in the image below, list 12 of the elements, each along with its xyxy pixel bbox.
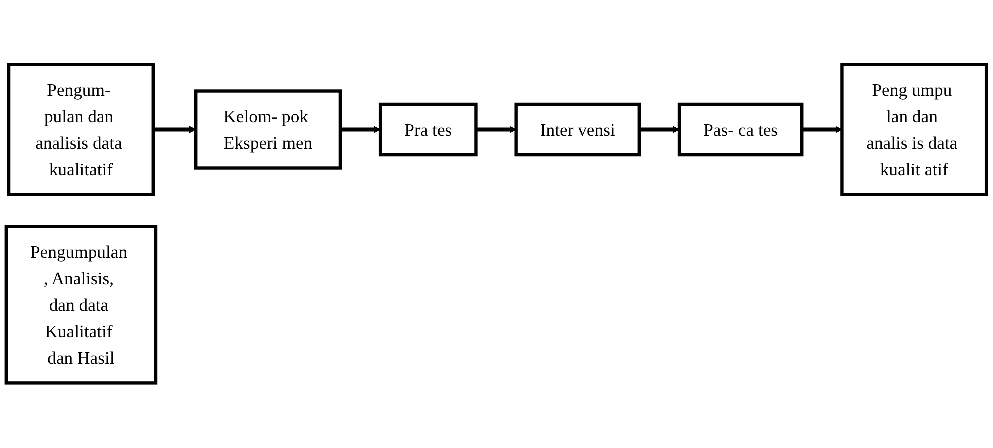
arrow <box>476 126 517 134</box>
node-box: Pra tes <box>378 102 478 157</box>
arrow <box>153 126 196 134</box>
node-box: Peng umpu lan dan analis is data kualit atif <box>840 63 988 196</box>
node-box: Pengum- pulan dan analisis data kualitatif <box>7 63 155 196</box>
arrow <box>639 126 680 134</box>
node-box: Inter vensi <box>514 102 642 157</box>
arrow <box>340 126 381 134</box>
node-box: Pas- ca tes <box>678 102 804 157</box>
node-box: Pengumpulan , Analisis, dan data Kualitatif dan Hasil <box>4 225 158 385</box>
arrow <box>802 126 843 134</box>
node-box: Kelom- pok Eksperi men <box>194 90 342 170</box>
